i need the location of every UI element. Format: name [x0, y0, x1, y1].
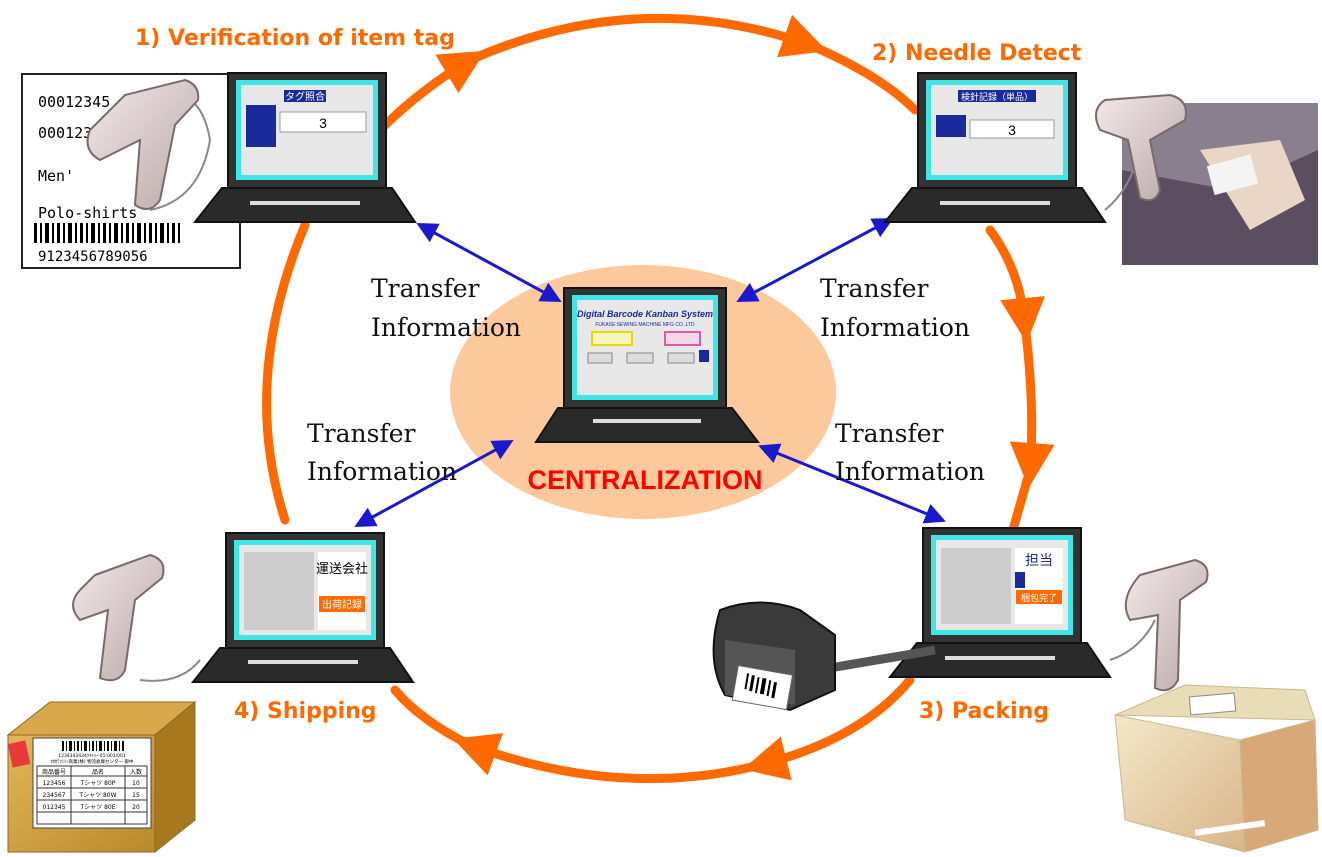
transfer-label-bottom-left-line1: Transfer — [307, 419, 416, 448]
transfer-arrow-top-left — [416, 222, 562, 303]
item-tag-barcode — [34, 223, 180, 243]
printer-label-barcode — [744, 673, 778, 699]
shipping-label-code: 1234343434ﾂｷｲﾊｰ-01-001/001 — [58, 753, 126, 759]
laptop-packing: 担当 梱包完了 — [887, 527, 1112, 678]
table-cell: Tシャツ 80E — [80, 804, 116, 811]
barcode-scanner-top-left — [86, 78, 212, 211]
transfer-label-bottom-right-line1: Transfer — [835, 419, 944, 448]
step2-label: 2) Needle Detect — [872, 41, 1082, 66]
table-header-name: 品名 — [92, 768, 104, 776]
table-cell: 10 — [132, 780, 140, 787]
transfer-label-top-right-line1: Transfer — [820, 274, 929, 303]
cycle-ring — [262, 13, 1055, 784]
transfer-label-top-right-line2: Information — [820, 313, 970, 342]
transfer-arrow-top-right — [736, 218, 894, 302]
transfer-label-top-left-line1: Transfer — [371, 274, 480, 303]
shipping-label-barcode — [62, 741, 124, 751]
cycle-arc-right-upper — [985, 225, 1045, 343]
shipping-screen-title: 運送会社 — [316, 561, 368, 577]
cycle-arc-top-left — [375, 50, 486, 135]
tag-check-screen-value: 3 — [319, 115, 327, 131]
shipping-label-company: ｵｵｶﾜﾌﾐｼﾝ商業(株) 物流倉庫センター 御中 — [51, 758, 134, 765]
table-header-qty: 入数 — [130, 768, 142, 776]
step4-label: 4) Shipping — [234, 699, 377, 724]
table-cell: Tシャツ 80W — [78, 792, 116, 799]
cycle-arc-top — [465, 13, 827, 65]
packing-screen-title: 担当 — [1025, 553, 1053, 569]
cycle-arc-right-lower — [1009, 320, 1055, 488]
item-tag-line4: Polo-shirts — [38, 204, 137, 222]
needle-screen-value: 3 — [1008, 122, 1016, 138]
barcode-scanner-top-right — [1095, 93, 1187, 211]
transfer-label-top-left-line2: Information — [371, 313, 521, 342]
transfer-label-bottom-left-line2: Information — [307, 457, 457, 486]
item-tag-line3: Men' — [38, 167, 74, 185]
packed-box — [1114, 684, 1319, 853]
step1-label: 1) Verification of item tag — [135, 26, 455, 51]
step3-label: 3) Packing — [919, 699, 1049, 724]
transfer-arrows — [354, 218, 946, 528]
tag-check-screen-title: タグ照合 — [285, 90, 325, 103]
cycle-arc-left — [262, 220, 310, 525]
shipping-box: 1234343434ﾂｷｲﾊｰ-01-001/001 ｵｵｶﾜﾌﾐｼﾝ商業(株)… — [6, 700, 197, 854]
shipping-label-table: 商品番号 品名 入数 123456 Tシャツ 80P 10 234567 Tシャ… — [36, 765, 148, 825]
centralization-label: CENTRALIZATION — [528, 465, 763, 495]
item-tag-line1: 00012345 — [38, 93, 110, 111]
barcode-scanner-bottom-left — [72, 553, 201, 682]
transfer-arrow-bottom-right — [758, 443, 946, 524]
cycle-arc-bottom-left — [390, 685, 475, 750]
table-cell: Tシャツ 80P — [80, 780, 116, 787]
table-cell: 20 — [132, 804, 140, 811]
table-cell: 123456 — [43, 780, 66, 787]
shipping-screen-button: 出荷記録 — [322, 598, 362, 611]
packing-screen-button: 梱包完了 — [1021, 592, 1057, 604]
laptop-tag-verification: タグ照合 3 — [192, 72, 417, 223]
table-header-code: 商品番号 — [42, 768, 66, 776]
cycle-arc-bottom-right — [742, 675, 915, 781]
transfer-arrow-bottom-left — [354, 439, 514, 528]
laptop-needle-detect: 検針記録（単品） 3 — [882, 72, 1107, 223]
barcode-scanner-bottom-right — [1109, 558, 1209, 692]
cycle-arc-top-right — [805, 40, 920, 115]
label-printer — [712, 601, 936, 712]
central-screen-title: Digital Barcode Kanban System — [577, 309, 713, 319]
table-cell: 15 — [132, 792, 140, 799]
needle-screen-title: 検針記録（単品） — [961, 91, 1033, 103]
item-tag-barcode-number: 9123456789056 — [38, 249, 148, 265]
transfer-label-bottom-right-line2: Information — [835, 457, 985, 486]
laptop-central: Digital Barcode Kanban System FUKASE SEW… — [534, 287, 761, 443]
central-screen-subtitle: FUKASE SEWING MACHINE MFG CO.,LTD — [595, 322, 695, 328]
cycle-arc-bottom — [453, 733, 765, 784]
laptop-shipping: 運送会社 出荷記録 — [190, 532, 415, 683]
table-cell: 234567 — [43, 792, 66, 799]
table-cell: 012345 — [43, 804, 66, 811]
